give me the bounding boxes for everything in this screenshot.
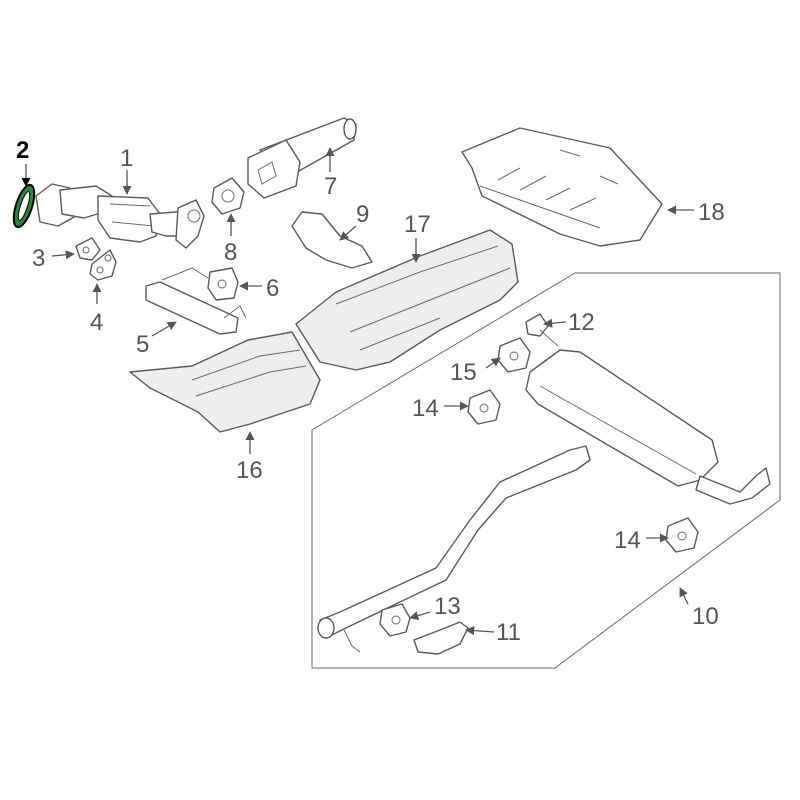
callout-13: 13 — [434, 593, 461, 620]
part-13-insulator[interactable] — [379, 603, 411, 637]
callout-9: 9 — [356, 201, 369, 228]
part-6-insulator[interactable] — [207, 267, 239, 301]
part-10-muffler-assembly[interactable] — [317, 349, 771, 653]
leader-5 — [151, 321, 177, 337]
rear-assembly-outline — [311, 272, 781, 669]
part-3-bracket[interactable] — [75, 237, 101, 261]
part-5-hanger-bar[interactable] — [145, 267, 247, 335]
part-8-gasket[interactable] — [211, 177, 245, 215]
part-2-gasket[interactable] — [10, 183, 39, 230]
callout-12: 12 — [568, 309, 595, 336]
leader-13 — [409, 611, 431, 621]
callout-17: 17 — [404, 211, 431, 238]
part-9-heat-shield[interactable] — [291, 211, 373, 269]
leader-3 — [51, 250, 75, 260]
part-4-bracket[interactable] — [89, 249, 117, 281]
callout-11: 11 — [496, 619, 521, 646]
leader-15 — [485, 357, 501, 369]
part-15-insulator[interactable] — [497, 337, 531, 373]
part-16-heat-shield[interactable] — [129, 331, 321, 433]
part-14-insulator-upper[interactable] — [467, 389, 501, 425]
leader-11 — [465, 626, 495, 636]
callout-10: 10 — [692, 603, 719, 630]
leader-9 — [339, 225, 357, 241]
leader-12 — [543, 318, 567, 328]
part-11-bracket[interactable] — [413, 621, 469, 655]
callout-3: 3 — [32, 245, 45, 272]
callout-4: 4 — [90, 309, 103, 336]
callout-8: 8 — [224, 239, 237, 266]
leader-10 — [679, 587, 689, 605]
callout-1: 1 — [120, 145, 133, 172]
part-12-hanger[interactable] — [525, 313, 559, 347]
callout-18: 18 — [698, 199, 725, 226]
part-18-underbody-shield[interactable] — [461, 127, 663, 247]
callout-2: 2 — [16, 137, 29, 164]
callout-6: 6 — [266, 275, 279, 302]
callout-7: 7 — [324, 173, 337, 200]
part-17-heat-shield[interactable] — [295, 229, 519, 371]
part-7-resonator[interactable] — [247, 117, 357, 199]
callout-14-lower: 14 — [614, 527, 641, 554]
callout-15: 15 — [450, 359, 477, 386]
part-1-catalytic-converter[interactable] — [35, 183, 205, 249]
callout-14-upper: 14 — [412, 395, 439, 422]
callout-16: 16 — [236, 457, 263, 484]
part-14-insulator-lower[interactable] — [665, 517, 699, 553]
callout-5: 5 — [136, 331, 149, 358]
